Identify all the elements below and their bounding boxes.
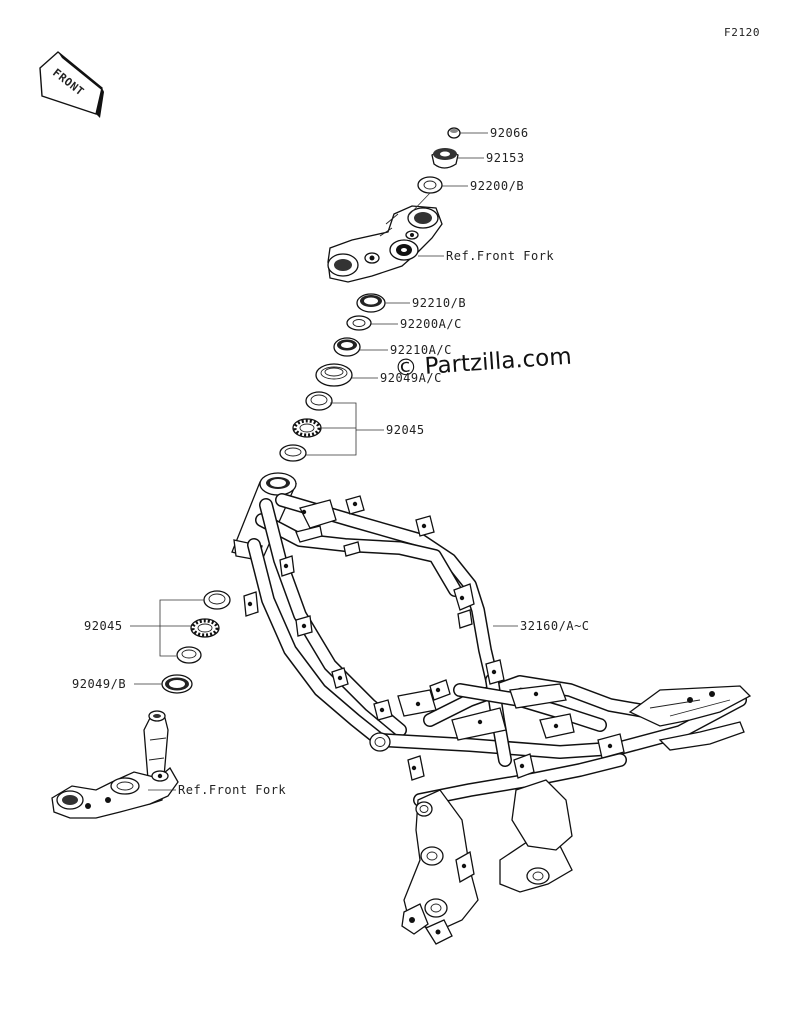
upper-triple-clamp[interactable] bbox=[327, 205, 443, 283]
leader-lines bbox=[130, 132, 518, 791]
upper-bearing-92045[interactable] bbox=[292, 418, 322, 438]
upper-bearing-race-92045[interactable] bbox=[305, 391, 333, 411]
figure-code: F2120 bbox=[724, 26, 760, 39]
lower-bearing-inner-race-92045[interactable] bbox=[176, 646, 202, 664]
callout-92045-top: 92045 bbox=[386, 423, 425, 437]
callout-92210ac: 92210A/C bbox=[390, 343, 452, 357]
lower-triple-clamp-stem[interactable] bbox=[51, 710, 179, 819]
stem-locknut-92210b[interactable] bbox=[356, 293, 386, 313]
callout-ref-front-fork-top: Ref.Front Fork bbox=[446, 249, 554, 263]
callout-92066: 92066 bbox=[490, 126, 529, 140]
stem-nut-92153[interactable] bbox=[431, 148, 459, 169]
stem-nut-92210ac[interactable] bbox=[333, 337, 361, 357]
dust-seal-92049ac[interactable] bbox=[315, 363, 353, 387]
upper-bearing-outer-race-92045[interactable] bbox=[279, 444, 307, 462]
lower-bearing-race-92045[interactable] bbox=[203, 590, 231, 610]
callout-92049b: 92049/B bbox=[72, 677, 126, 691]
stem-nut-cap-92066[interactable] bbox=[447, 127, 461, 139]
callout-ref-front-fork-bottom: Ref.Front Fork bbox=[178, 783, 286, 797]
callout-92200b: 92200/B bbox=[470, 179, 524, 193]
lower-bearing-92045[interactable] bbox=[190, 618, 220, 638]
main-frame-32160[interactable] bbox=[231, 472, 752, 945]
lower-dust-seal-92049b[interactable] bbox=[161, 674, 193, 694]
callout-92153: 92153 bbox=[486, 151, 525, 165]
callout-92200ac: 92200A/C bbox=[400, 317, 462, 331]
callout-92210b: 92210/B bbox=[412, 296, 466, 310]
callout-32160: 32160/A~C bbox=[520, 619, 590, 633]
washer-92200b[interactable] bbox=[417, 176, 443, 194]
callout-92049ac: 92049A/C bbox=[380, 371, 442, 385]
callout-92045-left: 92045 bbox=[84, 619, 123, 633]
front-arrow-icon: FRONT bbox=[39, 51, 104, 118]
washer-92200ac[interactable] bbox=[346, 315, 372, 331]
